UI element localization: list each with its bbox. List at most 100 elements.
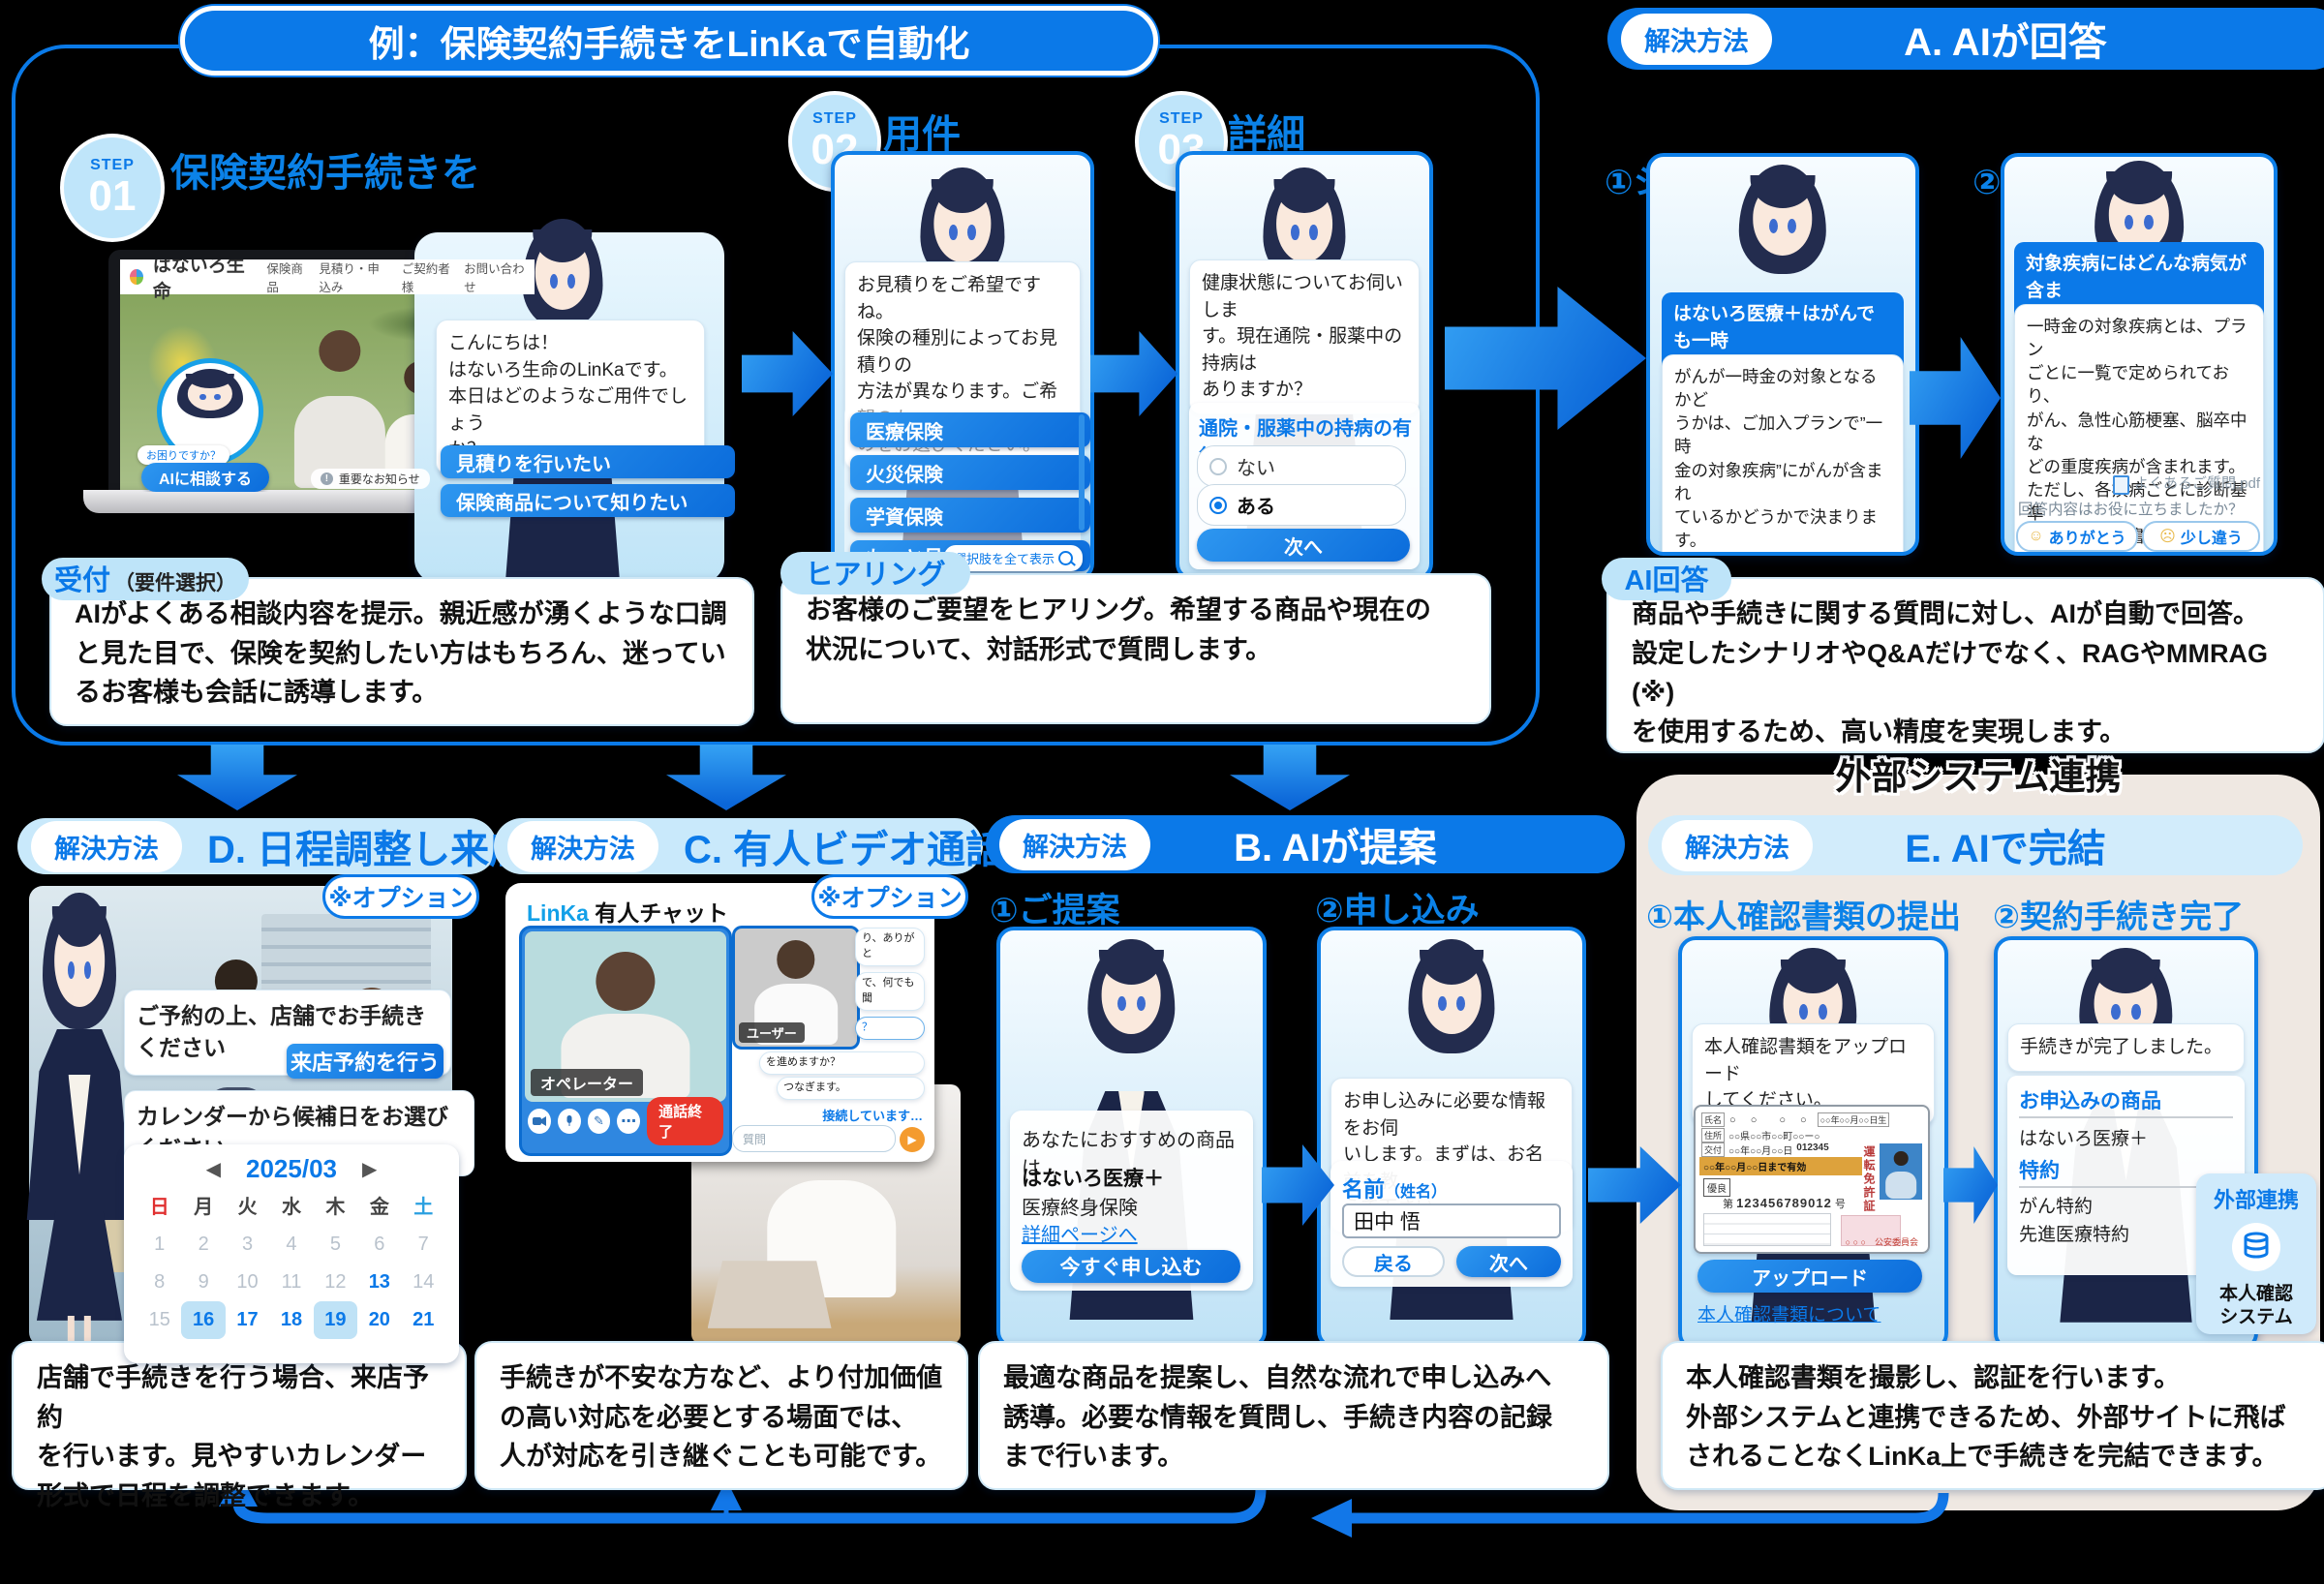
calendar-day[interactable]: 20 (368, 1309, 390, 1330)
calendar-weekday: 金 (369, 1197, 389, 1218)
calendar-day[interactable]: 8 (154, 1271, 166, 1293)
b-apply-now-button[interactable]: 今すぐ申し込む (1022, 1250, 1240, 1283)
d-reserve-button[interactable]: 来店予約を行う (287, 1044, 443, 1079)
external-link-box: 外部連携 本人確認 システム (2196, 1173, 2316, 1334)
mic-icon (566, 1115, 572, 1126)
b-back-button[interactable]: 戻る (1342, 1246, 1445, 1277)
reception-desc: AIがよくある相談内容を提示。親近感が湧くような口調 と見た目で、保険を契約した… (49, 577, 754, 726)
calendar-day[interactable]: 5 (329, 1234, 341, 1255)
camera-button[interactable] (528, 1109, 551, 1134)
e-id-docs-link[interactable]: 本人確認書類について (1697, 1305, 1881, 1325)
calendar-day[interactable]: 9 (198, 1271, 209, 1293)
mic-button[interactable] (557, 1109, 581, 1134)
b-name-input[interactable]: 田中 悟 (1342, 1203, 1561, 1238)
video-chat-sidebar: り、ありがと で、何でも聞 ？ を進めますか？ つなぎます。 接続しています… … (732, 928, 925, 1152)
end-call-button[interactable]: 通話終了 (647, 1097, 724, 1145)
e-upload-button[interactable]: アップロード (1697, 1260, 1922, 1293)
license-birth: ○○年○○月○○日生 (1817, 1112, 1890, 1127)
step3-title: 詳細 (1228, 113, 1305, 156)
brand-name: はないろ生命 (152, 259, 245, 302)
more-button[interactable]: ⋯ (617, 1109, 641, 1134)
option-education[interactable]: 学資保険 (850, 498, 1090, 533)
a-q1-answer: がんが一時金の対象となるかど うかは、ご加入プランで”一時 金の対象疾病”にがん… (1662, 354, 1904, 552)
chat-input[interactable]: 質問 (732, 1125, 896, 1152)
nav-item-products[interactable]: 保険商品 (266, 262, 303, 294)
calendar-day[interactable]: 14 (413, 1271, 435, 1293)
ai-answer-label: AI回答 (1602, 558, 1731, 600)
user-panel: ユーザー (732, 926, 860, 1050)
calendar-day[interactable]: 12 (324, 1271, 347, 1293)
loop-arrowhead-left (1311, 1499, 1352, 1538)
calendar-prev[interactable]: ◀ (205, 1159, 221, 1180)
license-doc-title: 運転免許証 (1862, 1145, 1876, 1213)
calendar-day[interactable]: 16 (181, 1301, 226, 1339)
camera-icon (532, 1116, 546, 1126)
license-table (1703, 1213, 1831, 1246)
b-detail-link[interactable]: 詳細ページへ (1022, 1225, 1138, 1246)
calendar-day[interactable]: 13 (368, 1271, 390, 1293)
option-fire[interactable]: 火災保険 (850, 455, 1090, 490)
calendar-day[interactable]: 15 (148, 1309, 170, 1330)
option-medical[interactable]: 医療保険 (850, 412, 1090, 447)
calendar-day[interactable]: 7 (417, 1234, 429, 1255)
options-scrollbar[interactable] (1079, 414, 1085, 531)
a-feedback-yes[interactable]: ☺ありがとう (2016, 521, 2138, 552)
calendar-weekday: 土 (413, 1197, 434, 1218)
c-option-badge: ※オプション (811, 874, 968, 919)
license-issue-number: 012345 (1796, 1142, 1829, 1153)
calendar-day[interactable]: 6 (374, 1234, 385, 1255)
a-attachment[interactable]: よくあるご質問.pdf (2112, 472, 2260, 495)
show-all-options-button[interactable]: 選択肢を全て表示 (943, 545, 1083, 571)
learn-products-button[interactable]: 保険商品について知りたい (441, 484, 735, 517)
nav-item-quote[interactable]: 見積り・申込み (319, 262, 380, 294)
note-button[interactable]: ✎ (587, 1109, 611, 1134)
quote-request-button[interactable]: 見積りを行いたい (441, 445, 735, 478)
calendar-next[interactable]: ▶ (361, 1159, 378, 1180)
radio-no[interactable]: ない (1197, 445, 1406, 487)
calendar-day[interactable]: 3 (241, 1234, 254, 1255)
calendar-day[interactable]: 17 (236, 1309, 259, 1330)
calendar-weekdays: 日月火水木金土 (138, 1184, 445, 1226)
license-addr-label: 住所 (1701, 1128, 1726, 1142)
b-next-button[interactable]: 次へ (1456, 1246, 1561, 1277)
nav-item-policyholders[interactable]: ご契約者様 (401, 262, 450, 294)
loop-arrowhead-c (711, 1479, 742, 1510)
a-feedback-no[interactable]: ☹少し違う (2142, 521, 2260, 552)
chat-fragment: ？ (855, 1016, 925, 1040)
solution-e-tag: 解決方法 (1662, 819, 1813, 871)
calendar-weekday: 水 (281, 1197, 301, 1218)
calendar-day[interactable]: 10 (236, 1271, 259, 1293)
send-button[interactable]: ▶ (900, 1127, 925, 1152)
external-system-name: 本人確認 システム (2218, 1284, 2293, 1327)
magnifier-icon (1058, 551, 1073, 565)
calendar-day[interactable]: 18 (280, 1309, 303, 1330)
calendar-day[interactable]: 21 (413, 1309, 435, 1330)
notice-bar[interactable]: ! 重要なお知らせ (310, 469, 430, 489)
pdf-icon (2112, 474, 2129, 495)
user-name-label: ユーザー (739, 1022, 805, 1043)
a-feedback-question: 回答内容はお役に立ちましたか？ (2018, 502, 2244, 518)
calendar-day[interactable]: 4 (286, 1234, 297, 1255)
chat-fragment: を進めますか？ (759, 1051, 925, 1075)
nav-item-contact[interactable]: お問い合わせ (464, 262, 525, 294)
calendar-day[interactable]: 1 (154, 1234, 166, 1255)
d-option-badge: ※オプション (322, 874, 479, 919)
solution-b-header: 解決方法 B. AIが提案 (986, 815, 1625, 873)
calendar-day[interactable]: 11 (281, 1271, 302, 1293)
step2-title: 用件 (883, 113, 961, 156)
radio-no-dot (1209, 457, 1227, 475)
e-h1: ①本人確認書類の提出 (1646, 899, 1961, 934)
license-grade: 優良 (1703, 1178, 1730, 1197)
solution-a-title: A. AIが回答 (1904, 21, 2107, 64)
hearing-label: ヒアリング (780, 552, 970, 594)
license-photo (1880, 1143, 1922, 1200)
consult-ai-button[interactable]: AIに相談する (141, 463, 269, 492)
calendar-month: 2025/03 (246, 1154, 337, 1183)
calendar-day[interactable]: 19 (313, 1301, 358, 1339)
calendar-day[interactable]: 2 (198, 1234, 209, 1255)
solution-c-title: C. 有人ビデオ通話へ (684, 829, 1044, 871)
radio-yes[interactable]: ある (1197, 484, 1406, 526)
e-rider-item: がん特約 (2019, 1197, 2094, 1217)
step3-next-button[interactable]: 次へ (1197, 529, 1410, 562)
